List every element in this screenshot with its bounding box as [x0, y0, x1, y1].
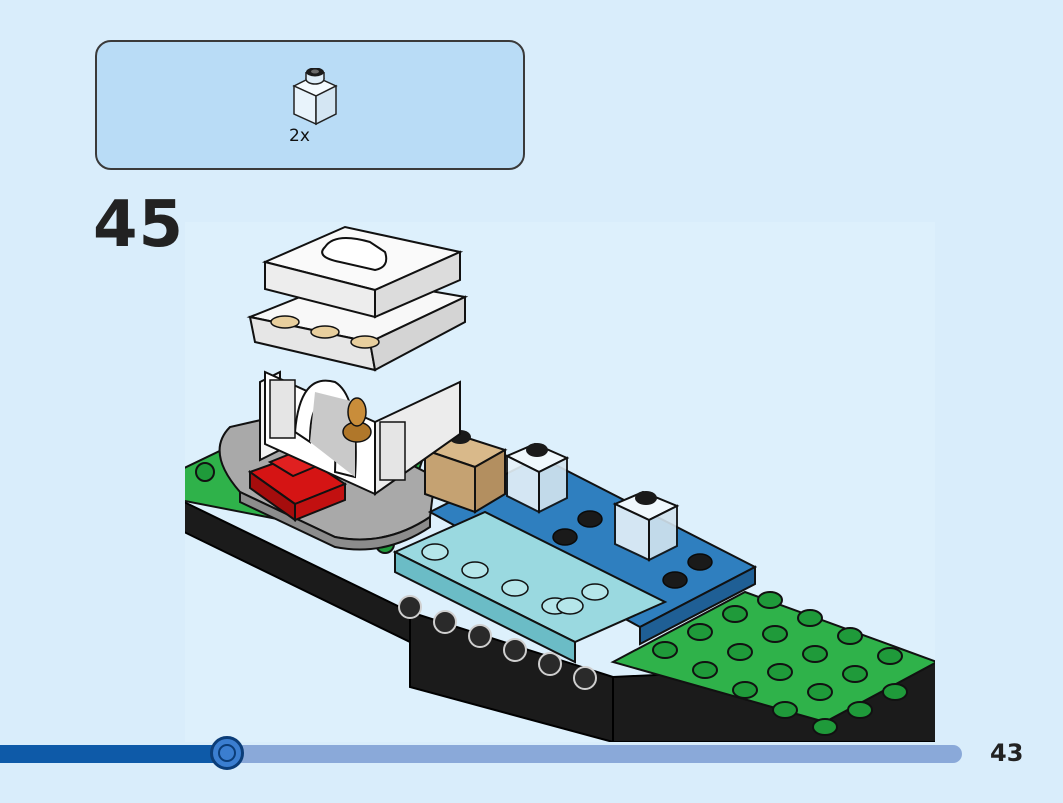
page-number: 43	[990, 739, 1024, 767]
part-quantity: 2x	[289, 126, 310, 146]
step-number: 45	[93, 188, 185, 262]
progress-bar[interactable]	[0, 736, 962, 770]
parts-list-box: 2x	[95, 40, 525, 170]
progress-bar-fill	[0, 745, 227, 763]
progress-handle[interactable]	[210, 736, 244, 770]
transparent-1x1-brick-icon	[290, 67, 340, 130]
arc-de-triomphe-model-illustration	[185, 225, 935, 742]
model-illustration-panel	[185, 222, 935, 742]
